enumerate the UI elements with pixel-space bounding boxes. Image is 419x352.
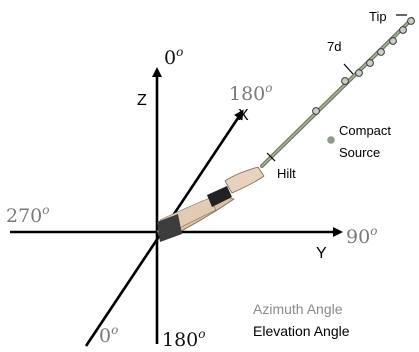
- wand-marker: [366, 59, 374, 67]
- arm-illustration: [156, 166, 265, 242]
- compact-source-line1: Compact: [339, 123, 391, 138]
- legend-elevation: Elevation Angle: [253, 323, 350, 339]
- compact-source-dot: [327, 136, 335, 144]
- wand-markers: [312, 17, 415, 115]
- wand-marker: [341, 77, 349, 85]
- angle-neg-x: 0o: [99, 323, 118, 347]
- angle-x-end: 180o: [229, 81, 273, 105]
- wand-highlight: [261, 18, 413, 167]
- angle-neg-y: 270o: [6, 203, 50, 227]
- legend-azimuth: Azimuth Angle: [253, 301, 343, 317]
- hilt-label: Hilt: [277, 166, 296, 181]
- angle-y-end: 90o: [346, 224, 377, 248]
- wrist-band: [207, 186, 232, 207]
- wand-marker: [407, 17, 415, 25]
- hilt-tick: [266, 152, 276, 162]
- hand: [224, 166, 265, 194]
- angle-z-top: 0o: [164, 45, 183, 69]
- x-axis-label: X: [238, 107, 249, 124]
- seven-d-tick: [343, 63, 354, 75]
- wand-marker: [399, 26, 407, 34]
- sleeve: [157, 214, 182, 242]
- wand-marker: [312, 107, 320, 115]
- wand: [260, 17, 415, 168]
- tip-label: Tip: [369, 9, 387, 24]
- y-axis-label: Y: [316, 245, 327, 262]
- wand-marker: [377, 48, 385, 56]
- wand-marker: [355, 69, 363, 77]
- z-axis-label: Z: [137, 92, 147, 109]
- seven-d-label: 7d: [327, 39, 341, 54]
- wand-marker: [389, 37, 397, 45]
- compact-source-line2: Source: [339, 145, 380, 160]
- angle-neg-z: 180o: [162, 327, 206, 351]
